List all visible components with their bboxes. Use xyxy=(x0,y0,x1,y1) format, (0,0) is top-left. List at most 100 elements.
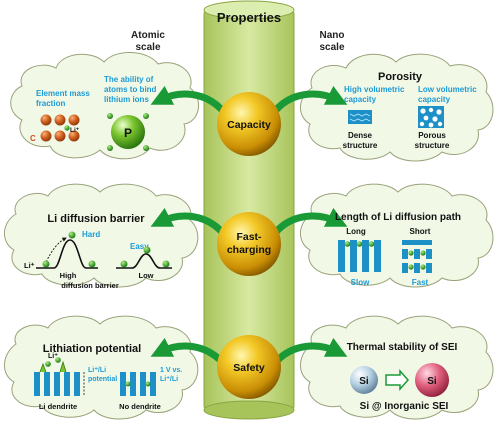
lithium-ion xyxy=(162,260,170,268)
nano-scale-line1: Nano xyxy=(320,30,345,41)
pore xyxy=(423,115,429,121)
si-inorganic-sei-label: Si @ Inorganic SEI xyxy=(360,401,449,412)
pillar xyxy=(54,372,60,396)
low-barrier-path xyxy=(116,253,172,269)
li-dendrite-illustration xyxy=(34,357,85,396)
pillar xyxy=(150,372,156,396)
pillar xyxy=(140,372,146,396)
sphere-fast-label-1: Fast- xyxy=(236,231,262,243)
long-label: Long xyxy=(346,227,366,236)
li-dendrite-label: Li dendrite xyxy=(39,402,77,411)
sphere-fast-charging xyxy=(217,212,281,276)
volt-line1: 1 V vs. xyxy=(160,367,182,374)
carbon-atom xyxy=(68,130,80,142)
no-dendrite-illustration xyxy=(120,372,156,396)
diffusion-barrier-title: Li diffusion barrier xyxy=(47,213,145,225)
pillar xyxy=(426,263,432,273)
lithiation-potential-title: Lithiation potential xyxy=(43,343,141,355)
pillar xyxy=(414,263,420,273)
arrow-safety-right xyxy=(273,337,348,365)
sphere-fast-label-2: charging xyxy=(227,244,271,256)
high-barrier-hop xyxy=(45,237,67,263)
pillar xyxy=(402,263,408,273)
low-capacity-line2: capacity xyxy=(418,95,451,104)
si-label-coated: Si xyxy=(427,376,437,387)
mass-fraction-line1: Element mass xyxy=(36,89,90,98)
pore xyxy=(436,109,442,115)
arrow-fast-right xyxy=(273,207,348,235)
atomic-scale-line2: scale xyxy=(135,42,160,53)
dense-line2: structure xyxy=(343,141,378,150)
pillar xyxy=(74,372,80,396)
carbon-atom xyxy=(68,114,80,126)
low-capacity-line1: Low volumetric xyxy=(418,85,477,94)
dense-texture xyxy=(349,113,371,122)
volt-line2: Li⁺/Li xyxy=(160,376,178,383)
mass-fraction-line2: fraction xyxy=(36,99,65,108)
lithium-ion xyxy=(64,125,70,131)
cloud-fast-left xyxy=(4,183,199,288)
high-capacity-line2: capacity xyxy=(344,95,377,104)
pillar xyxy=(414,249,420,259)
hard-label: Hard xyxy=(82,230,100,239)
pore xyxy=(420,108,426,114)
carbon-atom-cluster xyxy=(40,114,80,142)
lithium-ion xyxy=(145,381,151,387)
pillar xyxy=(350,240,357,272)
pore xyxy=(437,121,443,127)
lithium-ion xyxy=(45,361,51,367)
pillar xyxy=(402,249,408,259)
column-bottom xyxy=(203,400,295,420)
low-barrier-label: Low xyxy=(139,271,154,280)
short-path-pillars xyxy=(402,240,432,273)
pillar xyxy=(338,240,345,272)
lithium-ion xyxy=(420,264,426,270)
si-sphere-bare xyxy=(350,366,378,394)
pillar xyxy=(44,372,50,396)
lithium-ion xyxy=(356,241,363,247)
lithium-ion xyxy=(107,145,113,151)
carbon-atom xyxy=(40,130,52,142)
dense-block xyxy=(348,110,372,124)
high-barrier-curve xyxy=(36,231,98,269)
atomic-scale-line1: Atomic xyxy=(131,30,165,41)
pillar-top xyxy=(402,240,432,245)
diffusion-path-title: Length of Li diffusion path xyxy=(335,212,461,223)
pillar xyxy=(426,249,432,259)
lithium-ion xyxy=(143,113,149,119)
high-barrier-path xyxy=(36,239,98,269)
no-dendrite-label: No dendrite xyxy=(119,402,161,411)
cloud-fast-right xyxy=(300,183,494,288)
porosity-title: Porosity xyxy=(378,71,423,83)
lithium-ion xyxy=(107,113,113,119)
lithium-ion xyxy=(68,231,76,239)
porous-line2: structure xyxy=(415,141,450,150)
cloud-capacity-right xyxy=(300,53,494,162)
phosphorus-atom xyxy=(107,113,149,151)
li-potential-line2: potential xyxy=(88,376,117,383)
thermal-stability-title: Thermal stability of SEI xyxy=(347,342,458,353)
high-capacity-line1: High volumetric xyxy=(344,85,405,94)
transition-arrow xyxy=(385,369,410,391)
pore xyxy=(428,107,434,113)
pillar xyxy=(120,372,126,396)
pore xyxy=(432,116,438,122)
arrow-capacity-left xyxy=(150,85,225,113)
lithium-ion xyxy=(408,250,414,256)
pore xyxy=(419,121,425,127)
dendrite-li-label: Li⁺ xyxy=(48,353,58,360)
si-sphere-coated xyxy=(415,363,449,397)
pillar xyxy=(64,372,70,396)
carbon-atom xyxy=(54,130,66,142)
easy-label: Easy xyxy=(130,242,149,251)
lithium-ion xyxy=(408,264,414,270)
ability-line3: lithium ions xyxy=(104,95,149,104)
long-path-pillars xyxy=(338,240,381,272)
pillar xyxy=(374,240,381,272)
properties-title: Properties xyxy=(217,10,281,25)
li-ion-label: Li⁺ xyxy=(24,261,35,270)
ability-line1: The ability of xyxy=(104,75,154,84)
lithium-ion xyxy=(88,260,96,268)
dendrite-spike xyxy=(39,360,67,373)
